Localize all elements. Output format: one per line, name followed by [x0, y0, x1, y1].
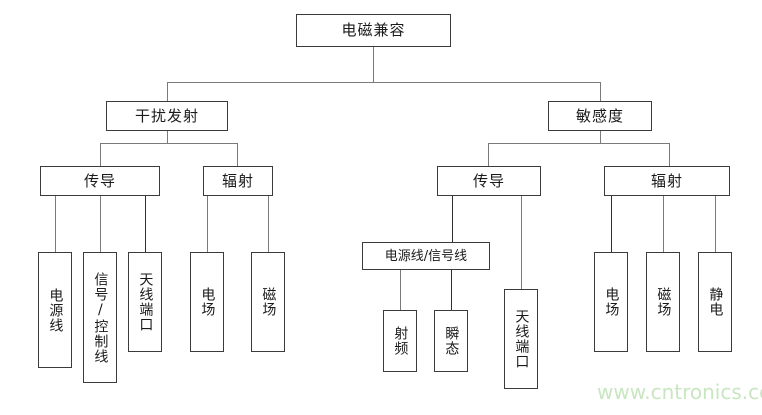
edge-suc-to-antenna — [521, 196, 522, 289]
edge-emc-to-signal — [100, 196, 101, 253]
site-watermark: www.cntronics.com — [597, 380, 762, 404]
node-susceptibility[interactable]: 敏感度 — [548, 101, 652, 131]
edge-suc-to-lines — [452, 196, 453, 242]
edge-sur-to-esd — [715, 196, 716, 253]
node-emission-conducted-power-line[interactable]: 电源线 — [38, 252, 72, 368]
node-label: 射频 — [392, 326, 409, 356]
node-label: 电源线 — [47, 287, 64, 333]
node-susceptibility-rf[interactable]: 射频 — [383, 310, 417, 372]
node-susceptibility-antenna-port[interactable]: 天线端口 — [504, 289, 538, 389]
edge-emission-bar — [100, 143, 238, 144]
node-emission-radiated[interactable]: 辐射 — [203, 166, 273, 196]
edge-emc-to-antenna — [145, 196, 146, 253]
node-susceptibility-power-signal-lines[interactable]: 电源线/信号线 — [362, 242, 490, 270]
edge-lines-to-rf — [400, 270, 401, 310]
node-label: 电场 — [199, 287, 216, 317]
node-interference-emission[interactable]: 干扰发射 — [106, 101, 228, 131]
node-label: 静电 — [707, 287, 724, 317]
node-label: 瞬态 — [443, 326, 460, 356]
edge-sur-to-hfield — [663, 196, 664, 253]
node-emission-conducted[interactable]: 传导 — [40, 166, 160, 196]
node-susceptibility-conducted[interactable]: 传导 — [437, 166, 541, 196]
edge-sur-to-efield — [611, 196, 612, 253]
node-susceptibility-radiated-magnetic-field[interactable]: 磁场 — [646, 252, 680, 352]
edge-susceptibility-drop — [600, 130, 601, 144]
node-label: 天线端口 — [137, 272, 154, 332]
node-label: 信号/控制线 — [92, 271, 109, 364]
node-emission-radiated-magnetic-field[interactable]: 磁场 — [251, 252, 285, 352]
edge-susceptibility-to-radiated — [669, 143, 670, 166]
node-label: 天线端口 — [513, 309, 530, 369]
node-emission-radiated-electric-field[interactable]: 电场 — [190, 252, 224, 352]
node-emission-conducted-antenna-port[interactable]: 天线端口 — [128, 252, 162, 352]
node-label: 电场 — [603, 287, 620, 317]
edge-lines-to-transient — [451, 270, 452, 310]
node-susceptibility-radiated[interactable]: 辐射 — [604, 166, 730, 196]
edge-emr-to-efield — [207, 196, 208, 253]
edge-root-to-emission — [167, 82, 168, 102]
edge-root-bar — [167, 82, 601, 83]
edge-root-to-susceptibility — [600, 82, 601, 102]
edge-emission-drop — [167, 130, 168, 144]
edge-root-drop — [373, 47, 374, 83]
edge-emr-to-hfield — [268, 196, 269, 253]
node-label: 磁场 — [655, 287, 672, 317]
edge-susceptibility-bar — [488, 143, 669, 144]
node-emission-conducted-signal-control-line[interactable]: 信号/控制线 — [83, 252, 117, 383]
node-label: 磁场 — [260, 287, 277, 317]
node-root[interactable]: 电磁兼容 — [296, 14, 451, 47]
edge-susceptibility-to-conducted — [488, 143, 489, 166]
node-susceptibility-transient[interactable]: 瞬态 — [434, 310, 468, 372]
node-susceptibility-radiated-electric-field[interactable]: 电场 — [594, 252, 628, 352]
node-susceptibility-radiated-esd[interactable]: 静电 — [698, 252, 732, 352]
edge-emission-to-radiated — [237, 143, 238, 166]
edge-emission-to-conducted — [100, 143, 101, 166]
edge-emc-to-power — [55, 196, 56, 253]
